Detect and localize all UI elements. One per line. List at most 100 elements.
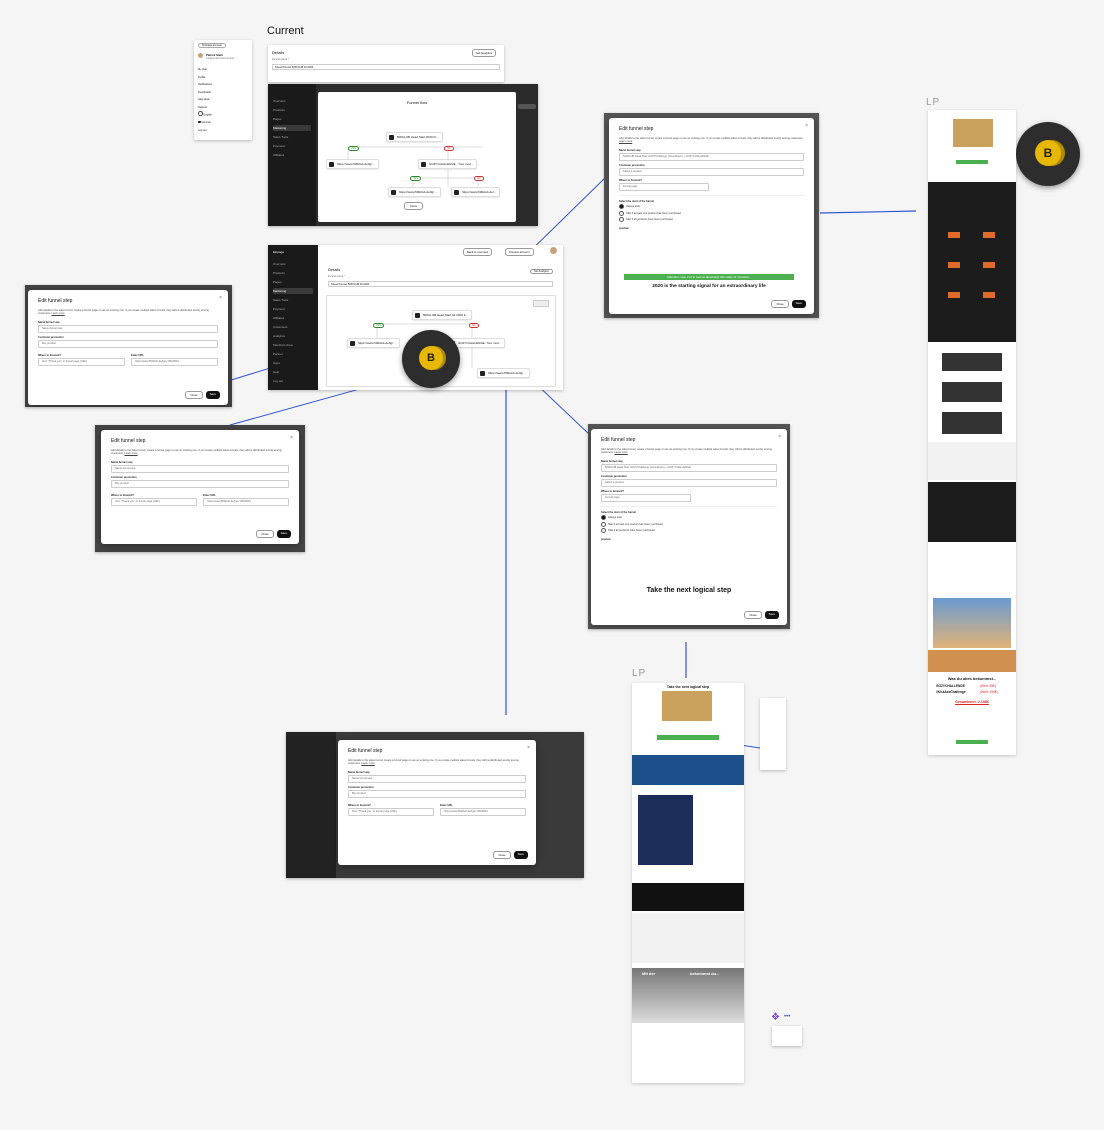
name-input[interactable]: Name funnel step bbox=[111, 464, 289, 473]
save-button[interactable]: Save bbox=[513, 851, 528, 859]
sidebar-item-members-2[interactable]: Members Area bbox=[273, 343, 293, 347]
sidebar-item-apps-2[interactable]: Apps bbox=[273, 361, 280, 365]
menu-item-downloads[interactable]: Downloads bbox=[198, 90, 211, 94]
learn-more-link[interactable]: Learn more bbox=[619, 140, 633, 144]
menu-item-logout[interactable]: Log out bbox=[198, 128, 207, 132]
start-option-skip-all[interactable]: Skip if all products have been purchased bbox=[601, 528, 777, 534]
sidebar-item-sales-2[interactable]: Sales Tools bbox=[273, 298, 289, 302]
sidebar-item-payment-2[interactable]: Payment bbox=[273, 307, 285, 311]
save-button[interactable]: Save bbox=[205, 391, 220, 399]
menu-item-notifications[interactable]: Notifications bbox=[198, 83, 213, 86]
name-input[interactable]: Name funnel step bbox=[38, 324, 218, 333]
name-input[interactable]: 500CLUB Head Start GOZYChallenge (Countd… bbox=[619, 152, 804, 161]
promotion-select[interactable]: Buy product bbox=[348, 789, 526, 798]
cta-button[interactable] bbox=[956, 160, 988, 164]
side-widget-panel[interactable] bbox=[760, 698, 786, 770]
sidebar-item-help-2[interactable]: Help bbox=[273, 370, 280, 374]
start-option-skip-one[interactable]: Skip if at least one product has been pu… bbox=[619, 210, 804, 216]
funnel-name-input[interactable]: Speed Funnel 500CLUB 04.2020 bbox=[272, 64, 500, 70]
name-input[interactable]: Name funnel step bbox=[348, 774, 526, 783]
flow-node-a[interactable]: https://www.500club.de/fg/... bbox=[326, 159, 379, 169]
sidebar-item-marketing[interactable]: Marketing bbox=[273, 125, 311, 131]
start-option-skip-one[interactable]: Skip if at least one product has been pu… bbox=[601, 521, 777, 527]
start-option-always[interactable]: Always start bbox=[619, 204, 804, 210]
start-option-always[interactable]: Always start bbox=[601, 515, 777, 521]
sidebar-item-payment[interactable]: Payment bbox=[273, 144, 285, 148]
sidebar-item-products[interactable]: Products bbox=[273, 108, 285, 112]
analytics-button-2[interactable]: Set Analytics bbox=[530, 269, 553, 274]
close-icon[interactable]: × bbox=[290, 435, 293, 441]
preview-account-button[interactable]: Preview account bbox=[505, 248, 534, 256]
sidebar-item-overview-2[interactable]: Overview bbox=[273, 262, 286, 266]
landing-page-bottom[interactable]: Take the next logical step Mit der bekom… bbox=[632, 683, 744, 1083]
close-icon[interactable]: × bbox=[778, 434, 781, 440]
learn-more-link[interactable]: Learn more bbox=[614, 451, 628, 455]
start-option-skip-all[interactable]: Skip if all products have been purchased bbox=[619, 217, 804, 223]
forward-select[interactable]: Funnel page bbox=[601, 493, 691, 502]
flow-node-root[interactable]: 500CLUB Head Start 2020 Fr... bbox=[386, 132, 443, 142]
sidebar-item-analytics-2[interactable]: Analytics bbox=[273, 334, 286, 338]
flow-node-c[interactable]: https://www.500club.de/fg/... bbox=[388, 187, 441, 197]
set-analytics-button[interactable]: Set Analytics bbox=[471, 49, 496, 57]
close-icon[interactable]: × bbox=[527, 745, 530, 751]
funnel-name-input-2[interactable]: Speed Funnel 500CLUB 04.2020 bbox=[328, 281, 553, 287]
url-input[interactable]: https://www.500club.de/fg/s-YBG0603 bbox=[440, 807, 526, 816]
promotion-select[interactable]: Buy product bbox=[111, 479, 289, 488]
menu-item-support[interactable]: Support bbox=[198, 105, 208, 109]
sidebar-item-customers-2[interactable]: Customers bbox=[273, 325, 288, 329]
menu-item-profile[interactable]: Profile bbox=[198, 75, 206, 79]
flow-canvas[interactable]: 500CLUB Head Start 04.2020 F... YES NO h… bbox=[326, 295, 556, 387]
small-thumbnail[interactable] bbox=[772, 1026, 802, 1046]
sidebar-item-sales-tools[interactable]: Sales Tools bbox=[273, 135, 289, 139]
menu-item-plan[interactable]: My plan bbox=[198, 68, 208, 71]
back-to-overview-button[interactable]: Back to overview bbox=[463, 248, 493, 256]
menu-item-english[interactable]: English bbox=[198, 111, 212, 119]
close-button[interactable]: Close bbox=[185, 391, 203, 399]
forward-select[interactable]: Own "Thank you" or funnel page (URL) bbox=[111, 497, 197, 506]
sidebar-item-partner-2[interactable]: Partner bbox=[273, 352, 283, 356]
right-panel-button[interactable] bbox=[518, 104, 536, 109]
sidebar-item-marketing-2[interactable]: Marketing bbox=[273, 288, 313, 294]
sidebar-item-affiliates-2[interactable]: Affiliates bbox=[273, 316, 285, 320]
save-button[interactable]: Save bbox=[276, 530, 291, 538]
learn-more-link[interactable]: Learn more bbox=[51, 312, 65, 316]
learn-more-link[interactable]: Learn more bbox=[124, 452, 138, 456]
flow2-node-c[interactable]: https://www.500club.de/fg/... bbox=[477, 368, 530, 378]
promotion-select[interactable]: Buy product bbox=[38, 339, 218, 348]
flow2-node-a[interactable]: https://www.500club.de/fg/... bbox=[347, 338, 400, 348]
figma-component-icon[interactable]: ❖ bbox=[771, 1012, 780, 1023]
menu-item-german[interactable]: German bbox=[198, 119, 212, 127]
learn-more-link[interactable]: Learn more bbox=[361, 762, 375, 766]
name-input[interactable]: 500CLUB Head Start GOZYChallenge (Countd… bbox=[601, 463, 777, 472]
sidebar-item-overview[interactable]: Overview bbox=[273, 99, 286, 103]
close-button[interactable]: Close bbox=[771, 300, 789, 308]
cta-button-bottom[interactable] bbox=[956, 740, 988, 744]
sidebar-item-products-2[interactable]: Products bbox=[273, 271, 285, 275]
sidebar-item-logout-2[interactable]: Log out bbox=[273, 379, 284, 383]
landing-page-right[interactable]: Was du alles bekommst... GOZYCHALLENGE (… bbox=[928, 110, 1016, 755]
close-button[interactable]: Close bbox=[493, 851, 511, 859]
close-icon[interactable]: × bbox=[805, 123, 808, 129]
save-button[interactable]: Save bbox=[764, 611, 779, 619]
sidebar-item-affiliates[interactable]: Affiliates bbox=[273, 153, 285, 157]
save-button[interactable]: Save bbox=[791, 300, 806, 308]
close-icon[interactable]: × bbox=[219, 295, 222, 301]
url-input[interactable]: https://www.500club.de/fg/s-YBG0603 bbox=[131, 357, 218, 366]
cta-button[interactable] bbox=[657, 735, 719, 740]
avatar-header[interactable] bbox=[550, 247, 557, 254]
flow-node-d[interactable]: https://www.500club.de/... bbox=[451, 187, 501, 197]
menu-item-help[interactable]: Help desk bbox=[198, 98, 210, 101]
close-button[interactable]: Close bbox=[256, 530, 274, 538]
forward-select[interactable]: Own "Thank you" or funnel page (URL) bbox=[38, 357, 125, 366]
flow-node-b[interactable]: GOZYCHALLENGE - Your next... bbox=[418, 159, 478, 169]
zoom-controls[interactable] bbox=[533, 300, 549, 307]
sidebar-item-pages[interactable]: Pages bbox=[273, 117, 282, 121]
promotion-select[interactable]: Select a product bbox=[601, 478, 777, 487]
promotion-select[interactable]: Select a product bbox=[619, 167, 804, 176]
url-input[interactable]: https://www.500club.de/fg/s-YBG0603 bbox=[203, 497, 289, 506]
flow2-node-root[interactable]: 500CLUB Head Start 04.2020 F... bbox=[412, 310, 472, 320]
account-button[interactable]: Firebase account bbox=[198, 43, 226, 48]
forward-select[interactable]: Funnel page bbox=[619, 182, 709, 191]
sidebar-item-pages-2[interactable]: Pages bbox=[273, 280, 282, 284]
forward-select[interactable]: Own "Thank you" or funnel page (URL) bbox=[348, 807, 434, 816]
